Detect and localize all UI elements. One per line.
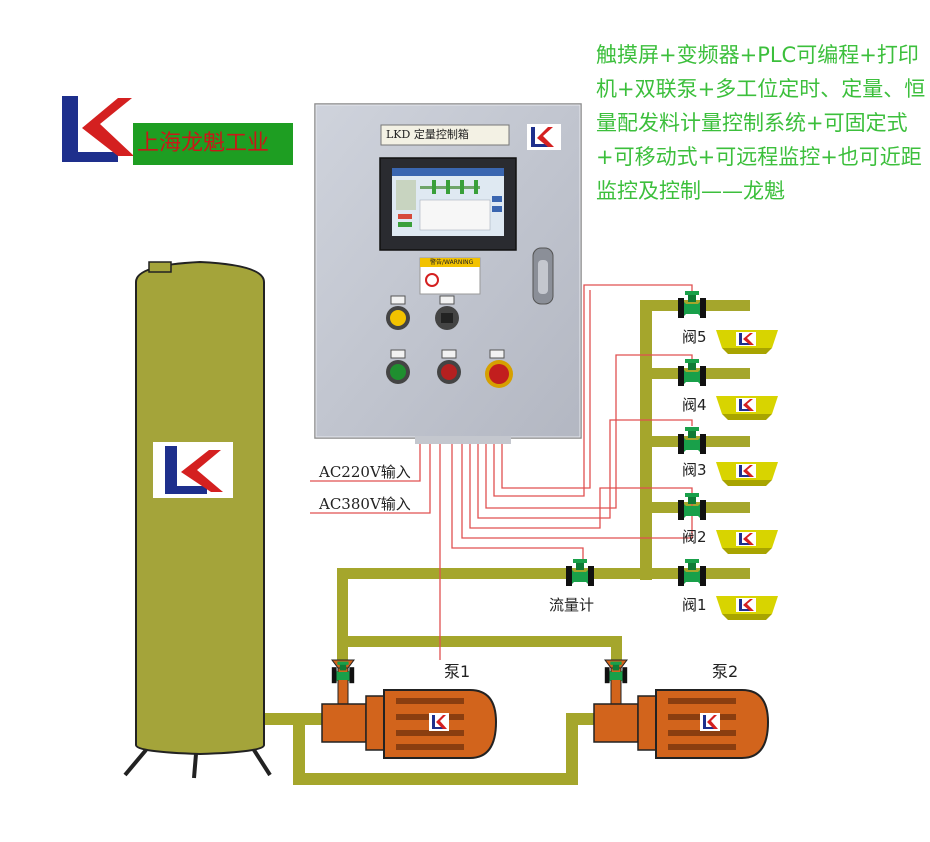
signal-wires <box>310 284 693 660</box>
valve-2-label: 阀2 <box>682 528 707 546</box>
valve-4-label: 阀4 <box>682 396 707 414</box>
valve-5-label: 阀5 <box>682 328 707 346</box>
panel-title: LKD 定量控制箱 <box>386 128 469 141</box>
pump-2 <box>593 659 770 759</box>
control-panel <box>314 103 582 444</box>
company-logo <box>58 92 136 166</box>
company-name: 上海龙魁工业 <box>133 123 293 165</box>
warning-label: 警告/WARNING <box>430 259 474 266</box>
pump-1-label: 泵1 <box>444 662 471 681</box>
flowmeter-label: 流量计 <box>549 596 595 614</box>
valve-3-label: 阀3 <box>682 461 707 479</box>
ac220-input-label: AC220V输入 <box>319 463 411 481</box>
system-description: 触摸屏+变频器+PLC可编程+打印机+双联泵+多工位定时、定量、恒量配发料计量控… <box>596 43 926 203</box>
tank-logo <box>153 442 233 498</box>
pump-2-label: 泵2 <box>712 662 739 681</box>
storage-tank <box>123 260 272 779</box>
ac380-input-label: AC380V输入 <box>319 495 411 513</box>
valve-1-label: 阀1 <box>682 596 707 614</box>
